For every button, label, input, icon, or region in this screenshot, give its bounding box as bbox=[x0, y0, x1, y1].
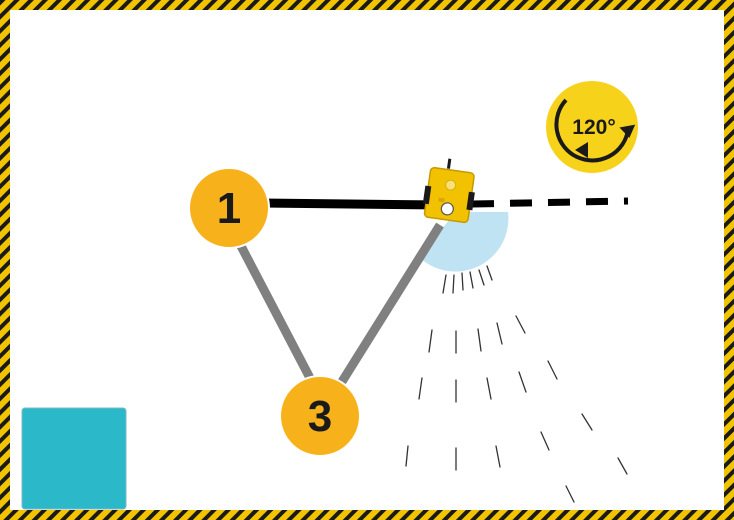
marker-3-label: 3 bbox=[308, 392, 332, 441]
sensor-scan bbox=[405, 212, 628, 503]
rotate-counterclockwise-arrow-icon bbox=[554, 98, 630, 163]
path-gray-right bbox=[334, 222, 444, 391]
rotation-badge: 120° bbox=[546, 81, 638, 173]
marker-1-label: 1 bbox=[217, 184, 241, 233]
path-lines bbox=[226, 197, 629, 391]
rotation-badge-label: 120° bbox=[572, 116, 615, 139]
target-square bbox=[21, 407, 127, 510]
path-solid-black bbox=[261, 198, 441, 210]
sensor-beam bbox=[420, 212, 509, 272]
path-gray-left bbox=[226, 222, 314, 381]
path-dashed-heading bbox=[471, 197, 629, 208]
robot-icon bbox=[422, 158, 475, 224]
marker-1: 1 bbox=[188, 167, 270, 249]
marker-3: 3 bbox=[279, 375, 361, 457]
